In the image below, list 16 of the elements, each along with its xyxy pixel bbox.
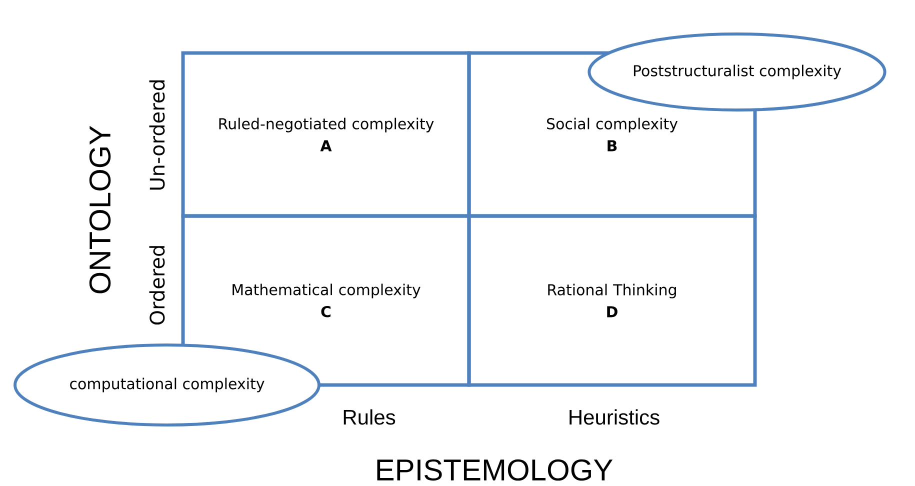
node-label: D bbox=[607, 306, 618, 318]
column-label: Rules bbox=[344, 409, 396, 425]
node-label: C bbox=[321, 306, 331, 318]
node-label: A bbox=[320, 140, 332, 152]
axis-title: ONTOLOGY bbox=[89, 126, 111, 294]
node-label: Poststructuralist complexity bbox=[634, 64, 842, 80]
row-label: Un-ordered bbox=[149, 80, 165, 190]
matrix-cell bbox=[467, 214, 757, 387]
axis-title: EPISTEMOLOGY bbox=[377, 459, 613, 481]
node-label: Social complexity bbox=[547, 118, 678, 132]
node-label: Mathematical complexity bbox=[232, 284, 420, 298]
node-label: Rational Thinking bbox=[548, 284, 676, 298]
column-label: Heuristics bbox=[570, 409, 660, 425]
node-label: Ruled-negotiated complexity bbox=[219, 118, 434, 132]
node-label: B bbox=[608, 140, 617, 152]
row-label: Ordered bbox=[149, 246, 165, 325]
